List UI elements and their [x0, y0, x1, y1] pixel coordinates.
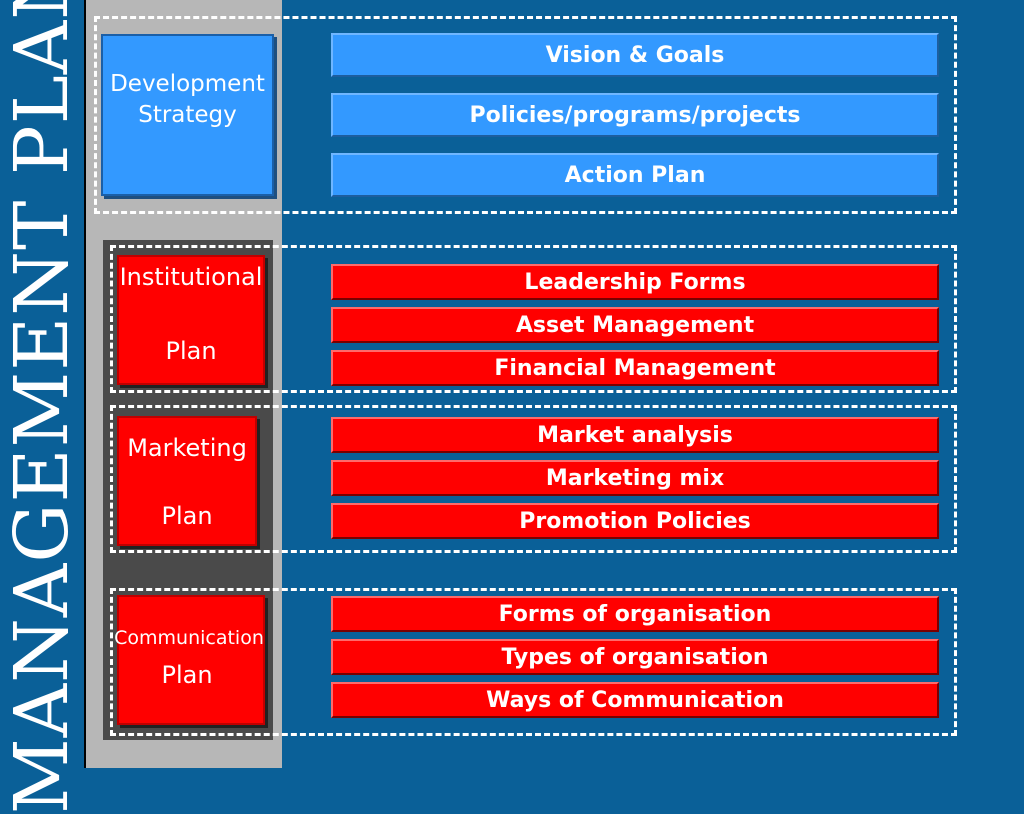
marketing-mix-bar: Marketing mix [331, 460, 939, 496]
financial-management-bar: Financial Management [331, 350, 939, 386]
marketing-plan-label: Marketing Plan [117, 416, 257, 546]
bar-label: Types of organisation [501, 644, 769, 670]
leadership-forms-bar: Leadership Forms [331, 264, 939, 300]
bar-label: Market analysis [537, 422, 733, 448]
communication-plan-label: Communication Plan [114, 595, 265, 725]
title-strip: MANAGEMENT PLAN [0, 0, 85, 814]
page-title: MANAGEMENT PLAN [0, 0, 85, 814]
bar-label: Vision & Goals [545, 42, 725, 68]
institutional-label-line1: Institutional [119, 263, 263, 291]
vision-goals-bar: Vision & Goals [331, 33, 939, 77]
forms-of-organisation-bar: Forms of organisation [331, 596, 939, 632]
development-label-line2: Strategy [138, 102, 237, 128]
institutional-plan-label: Institutional Plan [117, 255, 265, 385]
marketing-label-line2: Plan [161, 502, 213, 530]
policies-bar: Policies/programs/projects [331, 93, 939, 137]
promotion-policies-bar: Promotion Policies [331, 503, 939, 539]
institutional-label-line2: Plan [165, 337, 217, 365]
development-strategy-label: Development Strategy [101, 34, 274, 196]
action-plan-bar: Action Plan [331, 153, 939, 197]
bar-label: Ways of Communication [486, 687, 784, 713]
bar-label: Leadership Forms [524, 269, 746, 295]
development-group-border [94, 16, 957, 214]
bar-label: Policies/programs/projects [469, 102, 801, 128]
market-analysis-bar: Market analysis [331, 417, 939, 453]
marketing-group-border [110, 405, 957, 553]
types-of-organisation-bar: Types of organisation [331, 639, 939, 675]
communication-label-line2: Plan [161, 661, 213, 689]
bar-label: Forms of organisation [498, 601, 772, 627]
bar-label: Marketing mix [545, 465, 725, 491]
development-label-line1: Development [110, 71, 265, 97]
ways-of-communication-bar: Ways of Communication [331, 682, 939, 718]
bar-label: Promotion Policies [519, 508, 751, 534]
institutional-group-border [110, 245, 957, 393]
asset-management-bar: Asset Management [331, 307, 939, 343]
bar-label: Action Plan [564, 162, 706, 188]
marketing-label-line1: Marketing [127, 434, 247, 462]
bar-label: Asset Management [515, 312, 755, 338]
communication-group-border [110, 588, 957, 736]
communication-label-line1: Communication [114, 627, 264, 649]
bar-label: Financial Management [494, 355, 776, 381]
